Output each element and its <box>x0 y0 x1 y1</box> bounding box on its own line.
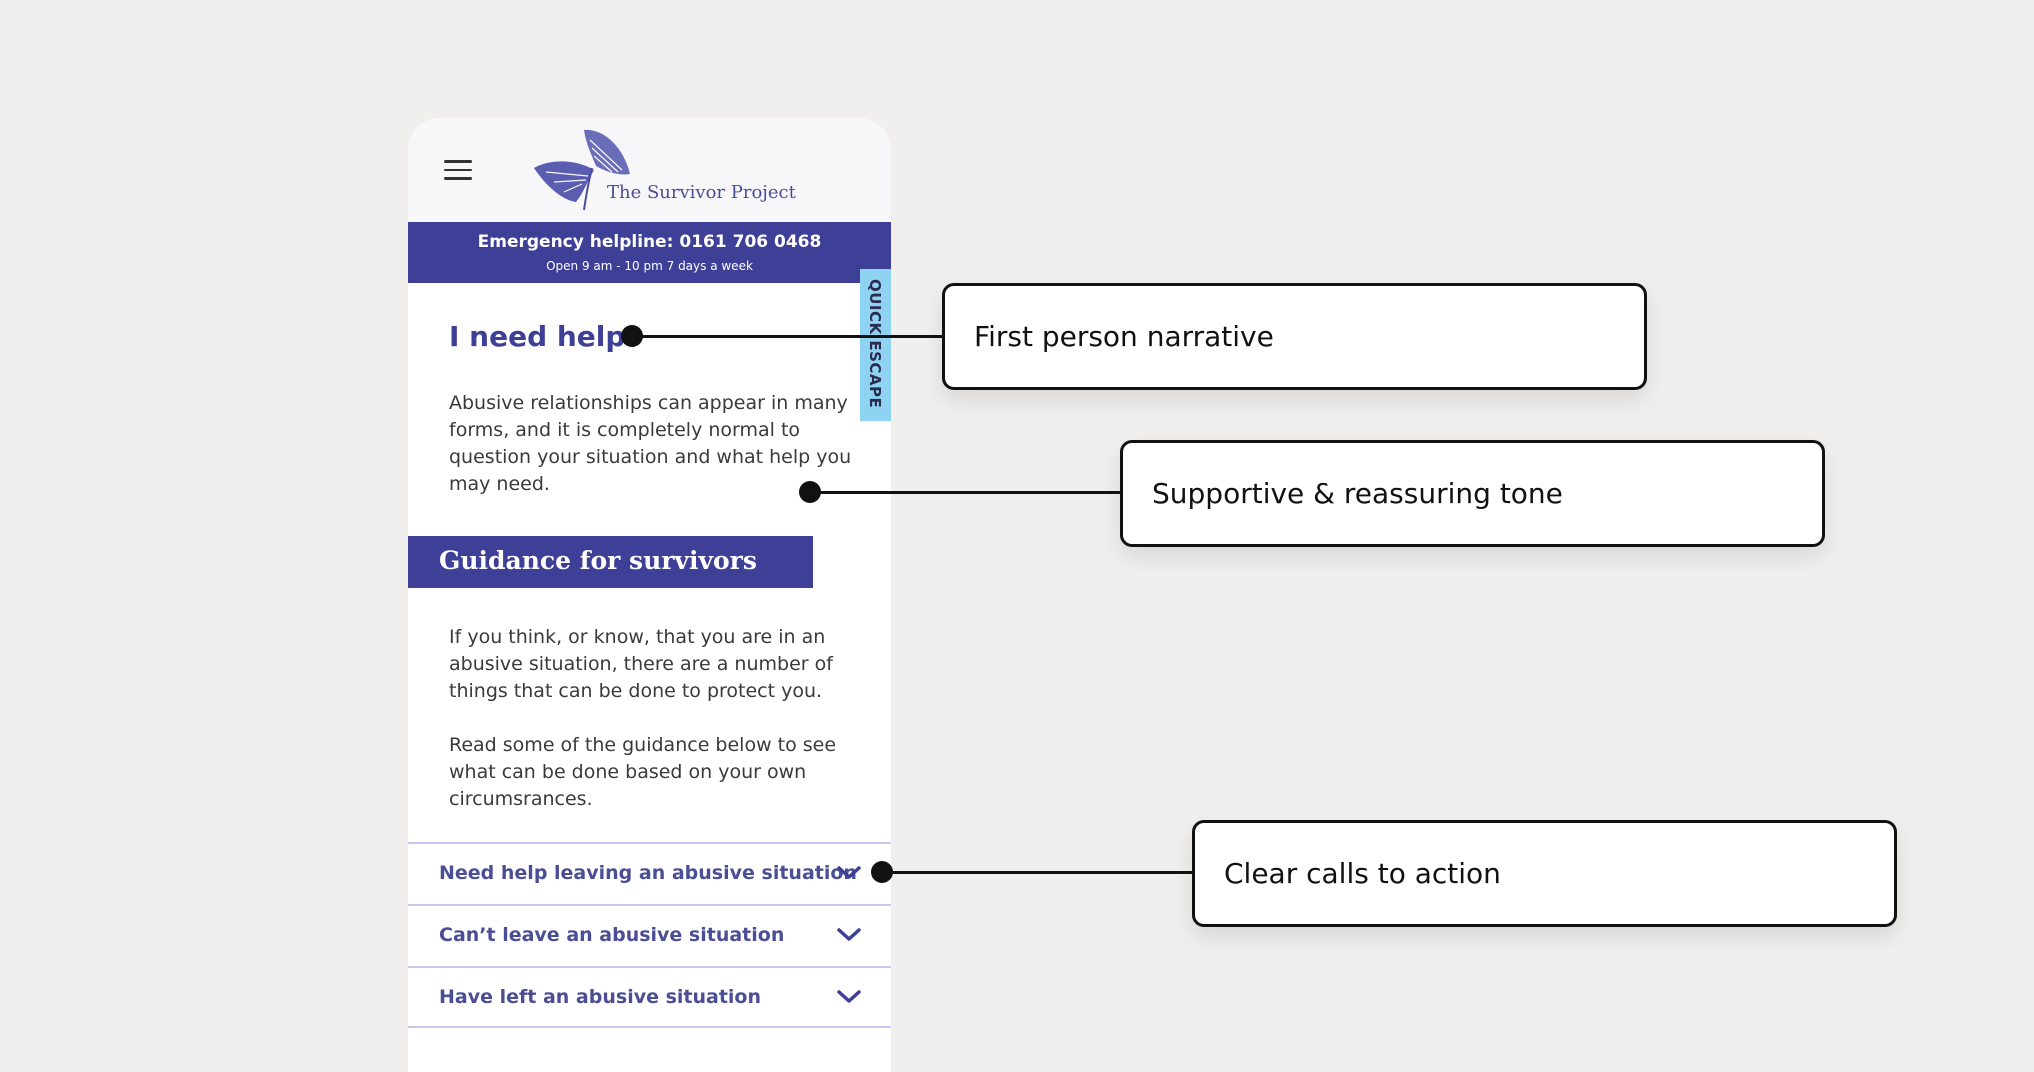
callout-anchor-dot-3 <box>871 861 893 883</box>
quick-escape-label: QUICK ESCAPE <box>866 279 884 409</box>
callout-text: Clear calls to action <box>1224 857 1501 890</box>
callout-supportive-tone: Supportive & reassuring tone <box>1120 440 1825 547</box>
accordion-item-have-left[interactable]: Have left an abusive situation <box>408 966 891 1028</box>
accordion-item-label: Need help leaving an abusive situation <box>439 862 857 884</box>
callout-calls-to-action: Clear calls to action <box>1192 820 1897 927</box>
intro-text: Abusive relationships can appear in many… <box>449 392 852 495</box>
phone-mockup: The Survivor Project Emergency helpline:… <box>408 118 891 1072</box>
chevron-down-icon[interactable] <box>836 989 862 1005</box>
emergency-helpline-banner[interactable]: Emergency helpline: 0161 706 0468 Open 9… <box>408 222 891 283</box>
quick-escape-button[interactable]: QUICK ESCAPE <box>860 269 891 421</box>
page-title: I need help <box>449 320 626 353</box>
guidance-heading-text: Guidance for survivors <box>439 546 757 575</box>
guidance-paragraph-1: If you think, or know, that you are in a… <box>449 626 833 702</box>
accordion-item-leaving[interactable]: Need help leaving an abusive situation <box>408 842 891 904</box>
callout-connector-3 <box>882 871 1194 874</box>
callout-text: First person narrative <box>974 320 1274 353</box>
site-header: The Survivor Project <box>408 118 891 222</box>
logo-text: The Survivor Project <box>607 182 796 203</box>
chevron-down-icon[interactable] <box>836 927 862 943</box>
callout-text: Supportive & reassuring tone <box>1152 477 1563 510</box>
guidance-paragraph-2: Read some of the guidance below to see w… <box>449 734 837 810</box>
accordion-item-cant-leave[interactable]: Can’t leave an abusive situation <box>408 904 891 966</box>
callout-first-person: First person narrative <box>942 283 1647 390</box>
guidance-accordion: Need help leaving an abusive situation C… <box>408 842 891 1028</box>
callout-connector-1 <box>632 335 944 338</box>
guidance-heading: Guidance for survivors <box>408 536 813 588</box>
helpline-number: Emergency helpline: 0161 706 0468 <box>477 232 822 252</box>
accordion-item-label: Can’t leave an abusive situation <box>439 924 785 946</box>
callout-connector-2 <box>810 491 1122 494</box>
helpline-hours: Open 9 am - 10 pm 7 days a week <box>546 259 753 273</box>
callout-anchor-dot-2 <box>799 481 821 503</box>
hamburger-menu-icon[interactable] <box>444 160 472 182</box>
site-logo[interactable]: The Survivor Project <box>532 126 796 214</box>
accordion-item-label: Have left an abusive situation <box>439 986 762 1008</box>
chevron-down-icon[interactable] <box>836 865 862 881</box>
butterfly-icon <box>534 129 630 211</box>
callout-anchor-dot-1 <box>621 325 643 347</box>
